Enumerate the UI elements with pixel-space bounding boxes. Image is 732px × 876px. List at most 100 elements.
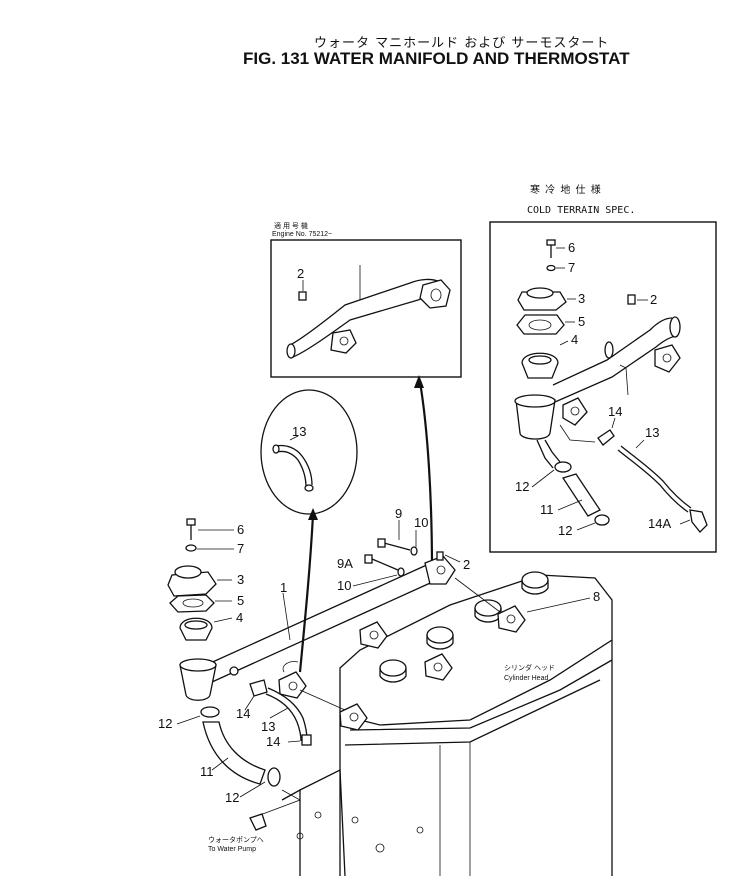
detail-callout-13: 13 [292, 424, 306, 439]
hose-clamp-bottom [267, 767, 281, 787]
washer-10-lower [397, 567, 405, 577]
cold-callout-12-bottom: 12 [558, 523, 572, 538]
cover-cap-3 [474, 599, 502, 623]
cold-callout-12-top: 12 [515, 479, 529, 494]
inset-callout-2: 2 [297, 266, 304, 281]
water-pump-label-japanese: ウォータポンプへ [208, 835, 264, 844]
callout-6: 6 [237, 522, 244, 537]
callout-1: 1 [280, 580, 287, 595]
cold-elbow-fitting [597, 429, 615, 446]
air-vent-bolt [383, 542, 411, 551]
cold-callout-13: 13 [645, 425, 659, 440]
cold-callout-4: 4 [571, 332, 578, 347]
cold-callout-14: 14 [608, 404, 622, 419]
cold-callout-2: 2 [650, 292, 657, 307]
cover-cap-1 [379, 659, 407, 683]
inset-end-flange [419, 279, 451, 309]
cold-spec-japanese: 寒 冷 地 仕 様 [530, 183, 602, 196]
cylinder-head-cover [339, 574, 613, 726]
callout-5: 5 [237, 593, 244, 608]
washer [185, 544, 197, 552]
cold-end-flange [654, 344, 681, 373]
cold-clamp-bottom [594, 514, 610, 526]
cold-spec-english: COLD TERRAIN SPEC. [527, 205, 635, 216]
thermostat-gasket [169, 594, 215, 613]
manifold-port-flange-1 [278, 671, 307, 699]
cold-callout-7: 7 [568, 260, 575, 275]
washer-10-upper [410, 546, 418, 556]
inset-port-flange [330, 329, 357, 354]
inset-frame [270, 239, 462, 378]
cold-water-tube [617, 449, 689, 513]
callout-13: 13 [261, 719, 275, 734]
callout-11: 11 [200, 764, 214, 779]
cold-clamp-top [554, 461, 572, 473]
gasket-2 [359, 621, 388, 649]
callout-14-upper: 14 [236, 706, 250, 721]
cold-gasket [516, 314, 565, 335]
plug [436, 551, 444, 561]
cylinder-head-label-japanese: シリンダ ヘッド [504, 663, 555, 672]
inset-manifold-pipe [289, 278, 441, 346]
callout-14-lower: 14 [266, 734, 280, 749]
tube-detail-circle: 13 [260, 389, 358, 515]
pump-inlet [249, 813, 267, 831]
inset-serial-english: Engine No. 75212~ [272, 231, 332, 238]
gasket-4 [497, 605, 526, 633]
cold-manifold-pipe [552, 317, 673, 386]
manifold-port-flange-2 [339, 703, 368, 731]
inset-arrow [418, 381, 434, 571]
callout-10-upper: 10 [414, 515, 428, 530]
engine-block: シリンダ ヘッド Cylinder Head [281, 571, 613, 876]
main-assembly: 1 8 6 7 3 5 [158, 506, 600, 853]
water-pump-label: To Water Pump [208, 846, 256, 853]
cold-callout-5: 5 [578, 314, 585, 329]
cold-callout-3: 3 [578, 291, 585, 306]
callout-12-bottom: 12 [225, 790, 239, 805]
bolt-9a [371, 558, 399, 571]
plug-side [229, 666, 239, 676]
thermostat-housing [179, 664, 217, 701]
cold-callout-11: 11 [540, 502, 554, 517]
callout-10-lower: 10 [337, 578, 351, 593]
cold-hose [561, 473, 601, 517]
cover-cap-2 [426, 626, 454, 650]
detail-tube [275, 444, 313, 486]
cold-spec-frame [489, 221, 717, 553]
connector-fitting [301, 734, 312, 746]
callout-3: 3 [237, 572, 244, 587]
inset-serial-japanese: 適 用 号 機 [274, 221, 308, 230]
cold-washer [546, 264, 556, 272]
detail-arrow [298, 514, 315, 673]
thermostat-cover [167, 571, 217, 597]
cold-callout-14a: 14A [648, 516, 671, 531]
cold-plug [627, 294, 636, 305]
detail-arrow-head [308, 508, 318, 520]
gasket-3 [424, 653, 453, 681]
water-hose [202, 721, 266, 785]
cold-port-flange [562, 397, 588, 426]
detail-frame [260, 389, 358, 515]
hose-clamp-top [200, 706, 220, 718]
engine-serial-inset: 適 用 号 機 Engine No. 75212~ 2 [270, 221, 462, 378]
callout-8: 8 [593, 589, 600, 604]
cold-thermostat-housing [515, 399, 556, 440]
cold-callout-6: 6 [568, 240, 575, 255]
cold-terrain-spec-box: 寒 冷 地 仕 様 COLD TERRAIN SPEC. 6 7 3 5 2 4 [489, 183, 717, 553]
callout-12-top: 12 [158, 716, 172, 731]
elbow-fitting [249, 679, 268, 697]
figure-title: FIG. 131 WATER MANIFOLD AND THERMOSTAT [243, 49, 630, 68]
cold-end-fitting [689, 509, 708, 533]
pump-leader [259, 789, 301, 816]
inset-plug [298, 291, 307, 301]
callout-9a: 9A [337, 556, 353, 571]
callout-2: 2 [463, 557, 470, 572]
callout-4: 4 [236, 610, 243, 625]
callout-9: 9 [395, 506, 402, 521]
inset-arrow-head [414, 375, 424, 388]
figure-title-japanese: ウォータ マニホールド および サーモスタート [314, 36, 609, 51]
cover-cap-4 [521, 571, 549, 595]
cylinder-head-label: Cylinder Head [504, 675, 548, 682]
callout-7: 7 [237, 541, 244, 556]
